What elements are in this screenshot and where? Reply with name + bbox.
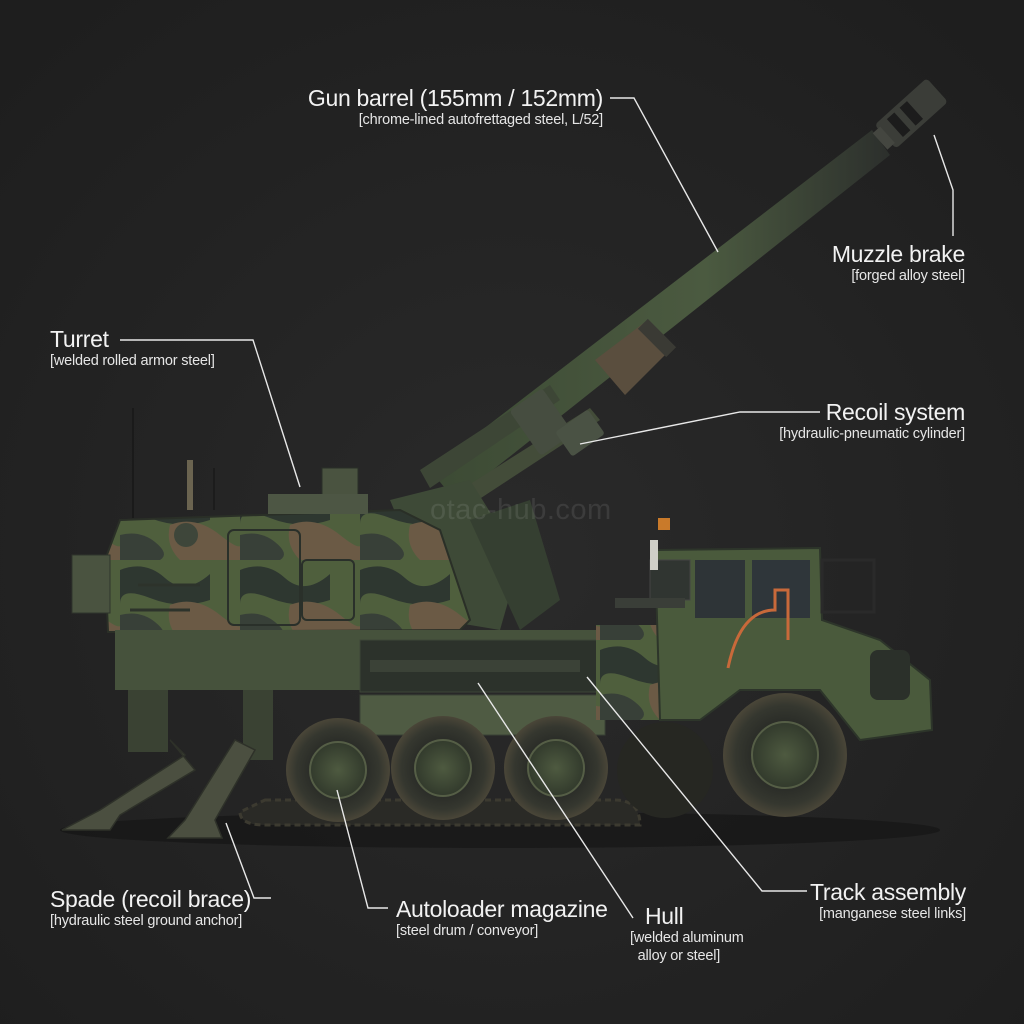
cab-shape: [615, 518, 934, 742]
recoil-system-name: Recoil system: [825, 399, 966, 425]
label-hull: Hull [welded aluminum alloy or steel]: [630, 903, 744, 965]
hull-name: Hull: [645, 903, 684, 929]
turret-name: Turret: [50, 326, 109, 352]
label-gun-barrel: Gun barrel (155mm / 152mm) [chrome-lined…: [305, 85, 603, 129]
leader-spade: [225, 822, 271, 899]
label-track-assembly: Track assembly [manganese steel links]: [780, 879, 966, 923]
wheels: [286, 693, 847, 822]
watermark: otac-hub.com: [430, 494, 612, 526]
recoil-system-shape: [420, 385, 604, 515]
label-recoil-system: Recoil system [hydraulic-pneumatic cylin…: [740, 399, 965, 443]
label-turret: Turret [welded rolled armor steel]: [50, 326, 215, 370]
recoil-system-material: [hydraulic-pneumatic cylinder]: [779, 426, 965, 442]
label-muzzle-brake: Muzzle brake [forged alloy steel]: [800, 241, 965, 285]
hull-material: [welded aluminum alloy or steel]: [630, 930, 744, 964]
spade-material: [hydraulic steel ground anchor]: [50, 913, 243, 929]
leader-turret: [120, 339, 301, 488]
muzzle-brake-shape: [872, 79, 947, 150]
spade-name: Spade (recoil brace): [50, 886, 252, 912]
leader-hull: [477, 682, 634, 919]
autoloader-name: Autoloader magazine: [396, 896, 608, 922]
turret-shape: [71, 408, 472, 634]
leader-autoloader: [336, 789, 388, 909]
hull-shape: [115, 625, 666, 760]
autoloader-material: [steel drum / conveyor]: [396, 923, 539, 939]
muzzle-brake-material: [forged alloy steel]: [851, 268, 965, 284]
label-spade: Spade (recoil brace) [hydraulic steel gr…: [50, 886, 251, 930]
leader-track: [586, 676, 807, 892]
leader-recoil-system: [579, 411, 820, 445]
gun-barrel-material: [chrome-lined autofrettaged steel, L/52]: [358, 112, 603, 128]
leader-muzzle-brake: [933, 134, 954, 236]
gun-barrel-name: Gun barrel (155mm / 152mm): [307, 85, 603, 111]
leader-lines: [120, 97, 954, 919]
turret-material: [welded rolled armor steel]: [50, 353, 215, 369]
spade-shape: [61, 739, 257, 839]
track-assembly-material: [manganese steel links]: [819, 906, 966, 922]
track-assembly-name: Track assembly: [810, 879, 966, 905]
muzzle-brake-name: Muzzle brake: [831, 241, 965, 267]
leader-gun-barrel: [610, 97, 719, 253]
label-autoloader: Autoloader magazine [steel drum / convey…: [396, 896, 608, 940]
